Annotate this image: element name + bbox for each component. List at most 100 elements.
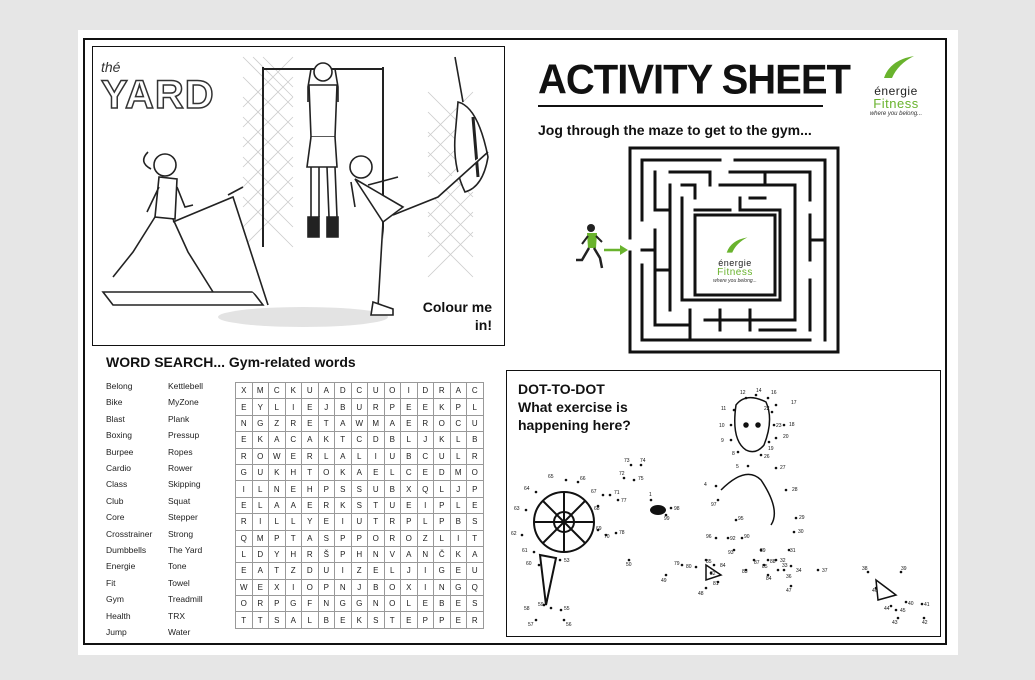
grid-letter-cell[interactable]: Q (235, 529, 253, 547)
grid-letter-cell[interactable]: P (268, 595, 286, 613)
grid-letter-cell[interactable]: Z (284, 562, 302, 580)
grid-letter-cell[interactable]: N (317, 595, 335, 613)
grid-letter-cell[interactable]: R (235, 447, 253, 465)
grid-letter-cell[interactable]: E (367, 463, 385, 482)
grid-letter-cell[interactable]: P (400, 513, 418, 531)
grid-letter-cell[interactable]: E (400, 398, 418, 416)
grid-letter-cell[interactable]: W (268, 447, 286, 465)
grid-letter-cell[interactable]: N (367, 595, 385, 613)
grid-letter-cell[interactable]: S (367, 611, 385, 629)
grid-letter-cell[interactable]: G (350, 595, 368, 613)
grid-letter-cell[interactable]: K (350, 611, 368, 629)
grid-letter-cell[interactable]: C (350, 431, 368, 449)
grid-letter-cell[interactable]: Q (416, 480, 434, 498)
grid-letter-cell[interactable]: S (334, 480, 352, 498)
grid-letter-cell[interactable]: P (317, 578, 335, 597)
grid-letter-cell[interactable]: A (301, 529, 319, 547)
grid-letter-cell[interactable]: G (449, 578, 467, 597)
grid-letter-cell[interactable]: L (400, 595, 418, 613)
grid-letter-cell[interactable]: E (449, 595, 467, 613)
grid-letter-cell[interactable]: U (433, 447, 451, 465)
grid-letter-cell[interactable]: D (251, 545, 269, 564)
grid-letter-cell[interactable]: L (433, 529, 451, 547)
grid-letter-cell[interactable]: D (301, 562, 319, 580)
grid-letter-cell[interactable]: Y (268, 545, 286, 564)
grid-letter-cell[interactable]: K (433, 398, 451, 416)
grid-letter-cell[interactable]: O (301, 578, 319, 597)
grid-letter-cell[interactable]: L (466, 398, 484, 416)
grid-letter-cell[interactable]: A (383, 414, 401, 433)
grid-letter-cell[interactable]: B (466, 431, 484, 449)
grid-letter-cell[interactable]: J (416, 431, 434, 449)
grid-letter-cell[interactable]: U (301, 381, 319, 400)
grid-letter-cell[interactable]: E (416, 463, 434, 482)
grid-letter-cell[interactable]: N (433, 578, 451, 597)
grid-letter-cell[interactable]: V (383, 545, 401, 564)
grid-letter-cell[interactable]: M (251, 381, 269, 400)
grid-letter-cell[interactable]: B (317, 611, 335, 629)
grid-letter-cell[interactable]: J (400, 562, 418, 580)
grid-letter-cell[interactable]: P (334, 529, 352, 547)
grid-letter-cell[interactable]: L (449, 447, 467, 465)
grid-letter-cell[interactable]: L (400, 431, 418, 449)
grid-letter-cell[interactable]: I (367, 447, 385, 465)
grid-letter-cell[interactable]: O (317, 463, 335, 482)
grid-letter-cell[interactable]: I (284, 398, 302, 416)
grid-letter-cell[interactable]: A (268, 431, 286, 449)
grid-letter-cell[interactable]: D (334, 381, 352, 400)
grid-letter-cell[interactable]: S (268, 611, 286, 629)
grid-letter-cell[interactable]: D (367, 431, 385, 449)
grid-letter-cell[interactable]: O (433, 414, 451, 433)
grid-letter-cell[interactable]: K (334, 463, 352, 482)
grid-letter-cell[interactable]: R (466, 611, 484, 629)
grid-letter-cell[interactable]: M (367, 414, 385, 433)
grid-letter-cell[interactable]: W (350, 414, 368, 433)
grid-letter-cell[interactable]: T (334, 431, 352, 449)
grid-letter-cell[interactable]: K (251, 431, 269, 449)
grid-letter-cell[interactable]: R (466, 447, 484, 465)
grid-letter-cell[interactable]: D (433, 463, 451, 482)
grid-letter-cell[interactable]: S (350, 496, 368, 515)
grid-letter-cell[interactable]: H (284, 463, 302, 482)
grid-letter-cell[interactable]: L (317, 447, 335, 465)
grid-letter-cell[interactable]: M (449, 463, 467, 482)
grid-letter-cell[interactable]: I (449, 529, 467, 547)
grid-letter-cell[interactable]: E (235, 398, 253, 416)
grid-letter-cell[interactable]: Š (317, 545, 335, 564)
grid-letter-cell[interactable]: Y (301, 513, 319, 531)
grid-letter-cell[interactable]: R (317, 496, 335, 515)
grid-letter-cell[interactable]: N (268, 480, 286, 498)
grid-letter-cell[interactable]: S (350, 480, 368, 498)
grid-letter-cell[interactable]: L (284, 513, 302, 531)
grid-letter-cell[interactable]: E (449, 611, 467, 629)
grid-letter-cell[interactable]: E (235, 562, 253, 580)
grid-letter-cell[interactable]: A (334, 447, 352, 465)
grid-letter-cell[interactable]: O (235, 595, 253, 613)
grid-letter-cell[interactable]: Q (466, 578, 484, 597)
grid-letter-cell[interactable]: L (449, 431, 467, 449)
grid-letter-cell[interactable]: L (383, 463, 401, 482)
grid-letter-cell[interactable]: X (268, 578, 286, 597)
grid-letter-cell[interactable]: R (301, 447, 319, 465)
grid-letter-cell[interactable]: A (268, 496, 286, 515)
grid-letter-cell[interactable]: A (284, 611, 302, 629)
grid-letter-cell[interactable]: O (251, 447, 269, 465)
grid-letter-cell[interactable]: L (251, 496, 269, 515)
grid-letter-cell[interactable]: U (383, 447, 401, 465)
grid-letter-cell[interactable]: B (383, 431, 401, 449)
grid-letter-cell[interactable]: R (367, 398, 385, 416)
grid-letter-cell[interactable]: P (433, 513, 451, 531)
grid-letter-cell[interactable]: A (350, 463, 368, 482)
grid-letter-cell[interactable]: L (301, 611, 319, 629)
grid-letter-cell[interactable]: E (449, 562, 467, 580)
grid-letter-cell[interactable]: P (317, 480, 335, 498)
grid-letter-cell[interactable]: B (383, 480, 401, 498)
grid-letter-cell[interactable]: K (284, 381, 302, 400)
grid-letter-cell[interactable]: I (334, 562, 352, 580)
grid-letter-cell[interactable]: E (301, 398, 319, 416)
grid-letter-cell[interactable]: U (367, 381, 385, 400)
grid-letter-cell[interactable]: Z (350, 562, 368, 580)
grid-letter-cell[interactable]: U (367, 480, 385, 498)
grid-letter-cell[interactable]: D (416, 381, 434, 400)
grid-letter-cell[interactable]: K (317, 431, 335, 449)
